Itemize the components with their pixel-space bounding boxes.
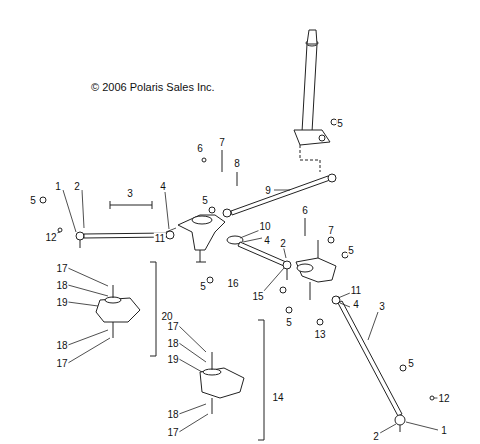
callout-number: 4: [263, 235, 271, 246]
callout-number: 2: [73, 181, 81, 192]
tie-rod-right: [332, 296, 405, 432]
callout-number: 17: [55, 358, 68, 369]
callout-number: 19: [166, 354, 179, 365]
pitman-arm: [178, 215, 225, 262]
bellcrank-assembly: [96, 262, 156, 356]
callout-number: 4: [352, 299, 360, 310]
callout-number: 7: [218, 137, 226, 148]
callout-number: 14: [271, 392, 284, 403]
callout-number: 17: [166, 427, 179, 438]
callout-number: 2: [279, 238, 287, 249]
callout-number: 18: [55, 340, 68, 351]
callout-number: 11: [154, 233, 166, 244]
callout-number: 5: [336, 118, 344, 129]
tie-rod-left: [76, 201, 174, 248]
callout-number: 8: [233, 158, 241, 169]
callout-number: 18: [166, 338, 179, 349]
callout-number: 5: [29, 195, 37, 206]
copyright-notice: © 2006 Polaris Sales Inc.: [90, 82, 216, 93]
callout-number: 3: [126, 188, 134, 199]
bellcrank-assembly: [200, 320, 264, 440]
callout-number: 3: [378, 301, 386, 312]
callout-number: 17: [166, 321, 179, 332]
callout-number: 6: [301, 205, 309, 216]
steering-column: [294, 30, 330, 172]
callout-number: 2: [372, 431, 380, 442]
hardware: [40, 119, 434, 400]
leader-lines: [57, 190, 438, 433]
callout-number: 19: [55, 297, 68, 308]
callout-number: 11: [350, 285, 362, 296]
steering-arm-right: [296, 240, 336, 300]
callout-number: 15: [251, 291, 264, 302]
callout-number: 1: [440, 425, 448, 436]
callout-number: 17: [55, 263, 68, 274]
callout-number: 5: [199, 281, 207, 292]
callout-number: 1: [54, 181, 62, 192]
idler-link: [227, 236, 291, 280]
drag-link: [223, 174, 336, 217]
callout-number: 9: [264, 185, 272, 196]
callout-number: 5: [407, 358, 415, 369]
callout-number: 12: [44, 232, 57, 243]
callout-number: 16: [226, 278, 239, 289]
callout-number: 12: [437, 393, 450, 404]
callout-number: 18: [55, 280, 68, 291]
callout-number: 4: [159, 181, 167, 192]
callout-number: 5: [201, 195, 209, 206]
callout-number: 5: [285, 317, 293, 328]
callout-number: 13: [313, 329, 326, 340]
callout-number: 10: [258, 221, 271, 232]
callout-number: 7: [327, 225, 335, 236]
callout-number: 5: [347, 245, 355, 256]
callout-number: 18: [166, 409, 179, 420]
callout-number: 6: [196, 143, 204, 154]
